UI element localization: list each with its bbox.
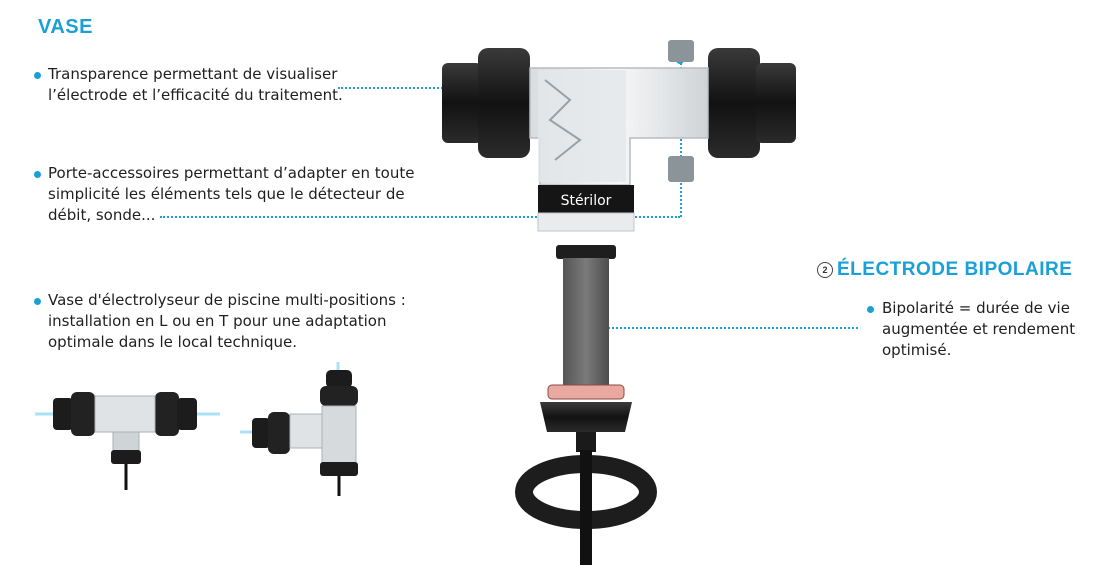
accessory-port-bottom xyxy=(668,156,694,182)
left-union-nut xyxy=(478,48,530,158)
electrode-cable xyxy=(580,450,592,565)
bullet-line: simplicité les éléments tels que le déte… xyxy=(48,185,405,203)
bullet-dot xyxy=(867,306,874,313)
right-pipe-end xyxy=(756,63,796,143)
bullet-line: Transparence permettant de visualiser xyxy=(48,65,338,83)
l-position-illustration xyxy=(240,362,358,496)
vase-heading: VASE xyxy=(38,16,93,38)
brand-label: Stérilor xyxy=(561,193,612,209)
bullet-dot xyxy=(34,298,41,305)
electrode-heading: ÉLECTRODE BIPOLAIRE xyxy=(837,259,1073,280)
bullet-line: Porte-accessoires permettant d’adapter e… xyxy=(48,164,415,182)
section-number-badge: 2 xyxy=(817,262,833,278)
bullet-line: Vase d'électrolyseur de piscine multi-po… xyxy=(48,291,406,309)
bullet-dot xyxy=(34,72,41,79)
bullet-dot xyxy=(34,171,41,178)
electrode-plate xyxy=(563,258,609,388)
bullet-line: l’électrode et l’efficacité du traitemen… xyxy=(48,86,343,104)
right-union-nut xyxy=(708,48,760,158)
electrolyser-illustration: Stérilor xyxy=(442,40,796,565)
bullet-line: augmentée et rendement xyxy=(882,320,1076,338)
bullet-line: optimisé. xyxy=(882,341,952,359)
brand-band xyxy=(538,185,634,213)
leader-line xyxy=(160,216,680,218)
vase-bullet-transparency: Transparence permettant de visualiser l’… xyxy=(48,64,343,106)
bullet-line: installation en L ou en T pour une adapt… xyxy=(48,312,387,330)
electrode-bullet-bipolarity: Bipolarité = durée de vie augmentée et r… xyxy=(882,298,1075,361)
accessory-port-top xyxy=(668,40,694,62)
vase-bullet-accessories: Porte-accessoires permettant d’adapter e… xyxy=(48,163,414,226)
leader-line xyxy=(596,327,858,329)
bullet-line: optimale dans le local technique. xyxy=(48,333,297,351)
bullet-line: Bipolarité = durée de vie xyxy=(882,299,1070,317)
bullet-line: débit, sonde... xyxy=(48,206,156,224)
electrode-seal xyxy=(547,384,625,400)
left-pipe-end xyxy=(442,63,482,143)
electrode-collar xyxy=(540,402,632,432)
electrode-cap xyxy=(556,245,616,259)
vase-bullet-multiposition: Vase d'électrolyseur de piscine multi-po… xyxy=(48,290,406,353)
t-position-illustration xyxy=(35,392,220,490)
